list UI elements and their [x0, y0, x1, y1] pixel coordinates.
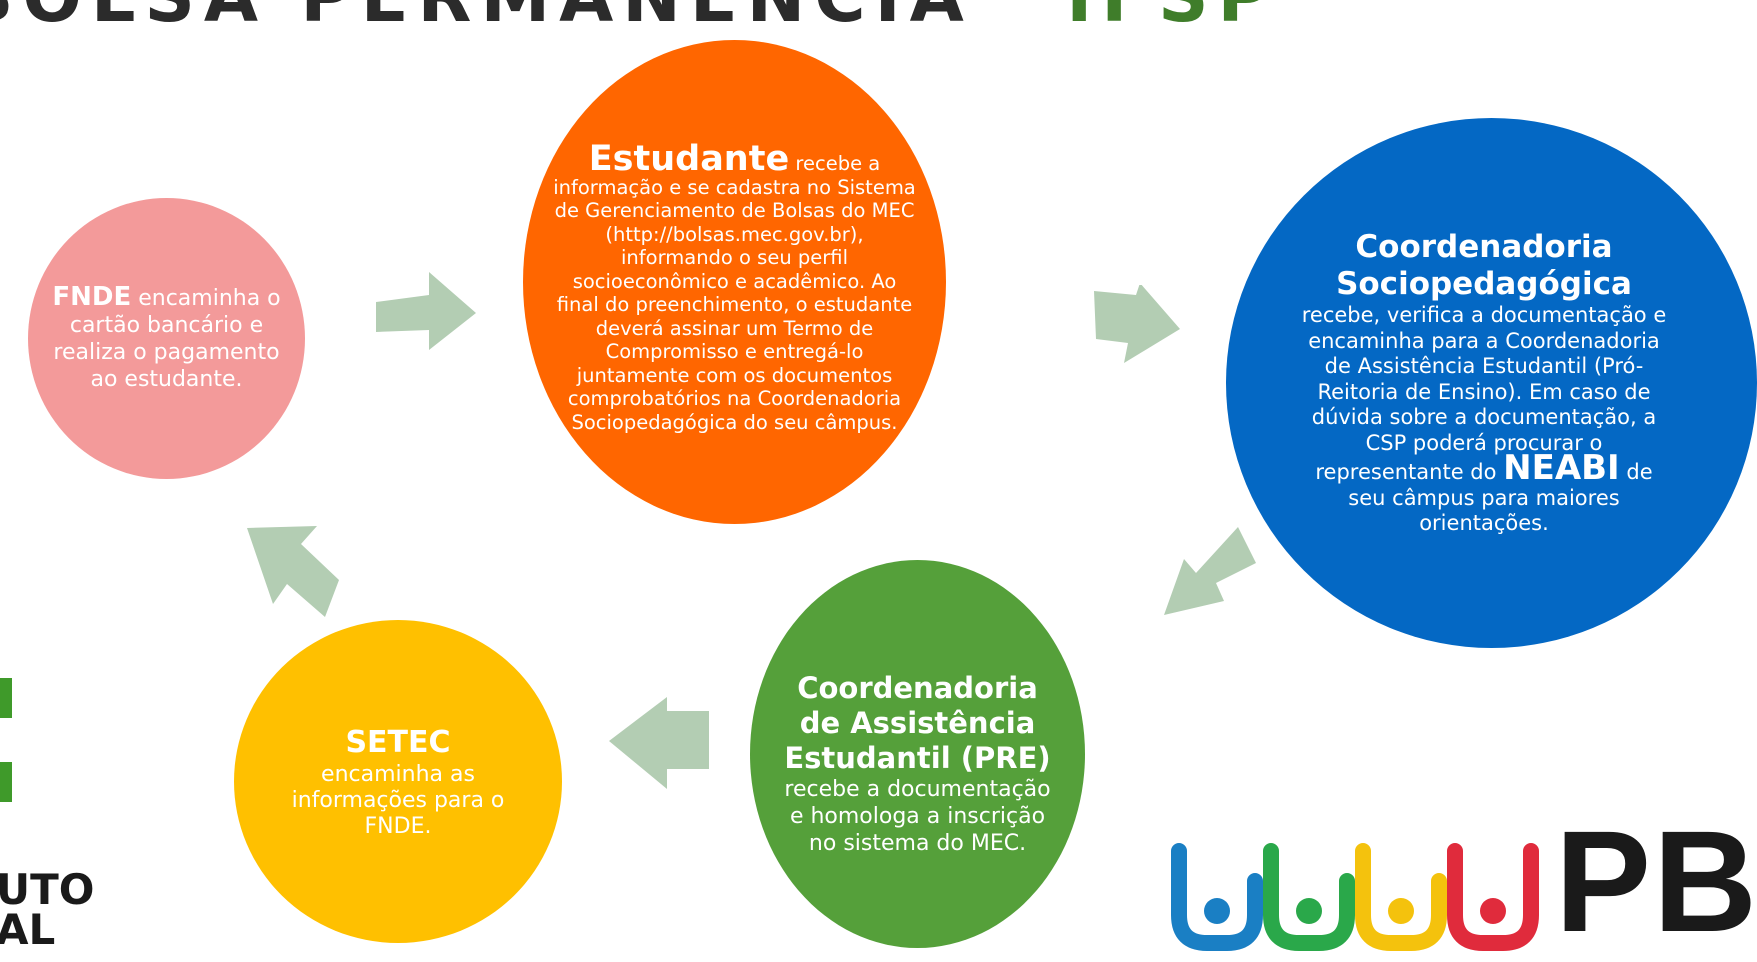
estudante-node: Estudante recebe a informação e se cadas… [523, 40, 946, 524]
title-main: BOLSA PERMANÊNCIA [0, 0, 973, 38]
fnde-description: encaminha o cartão bancário e realiza o … [53, 286, 281, 392]
estudante-text-lead: recebe a [789, 152, 881, 175]
setec-description: encaminha as informações para o FNDE. [291, 761, 505, 839]
fnde-heading: FNDE [52, 282, 132, 312]
neabi-label: NEABI [1503, 448, 1620, 489]
green-bar-top [0, 678, 12, 718]
university-logo-icon [1171, 843, 1539, 951]
arrow-setec-to-fnde [247, 526, 339, 617]
arrow-fnde-to-estudante [376, 272, 476, 350]
csp-node: Coordenadoria Sociopedagógica recebe, ve… [1226, 118, 1757, 648]
pre-heading: Coordenadoria de Assistência Estudantil … [784, 671, 1051, 775]
pb-logo-text: PB [1555, 801, 1757, 962]
setec-node: SETEC encaminha as informações para o FN… [234, 620, 562, 943]
arrow-csp-to-pre [1164, 527, 1256, 615]
estudante-description: informação e se cadastra no Sistema de G… [553, 175, 916, 434]
estudante-heading: Estudante [588, 139, 790, 179]
csp-description-end: de seu câmpus para maiores orientações. [1348, 460, 1653, 536]
arrow-estudante-to-csp [1094, 285, 1180, 363]
page-title: BOLSA PERMANÊNCIA IFSP [0, 0, 1278, 38]
csp-description: recebe, verifica a documentação e encami… [1301, 303, 1667, 485]
institute-logo-text: UTO AL [0, 865, 95, 954]
arrow-pre-to-setec [609, 697, 709, 789]
title-accent: IFSP [1066, 0, 1278, 38]
setec-heading: SETEC [345, 724, 451, 760]
pre-description: recebe a documentação e homologa a inscr… [784, 777, 1051, 856]
pre-node: Coordenadoria de Assistência Estudantil … [750, 560, 1085, 948]
green-bar-bottom [0, 762, 12, 802]
fnde-node: FNDE encaminha o cartão bancário e reali… [28, 198, 305, 479]
csp-heading: Coordenadoria Sociopedagógica [1336, 229, 1632, 303]
